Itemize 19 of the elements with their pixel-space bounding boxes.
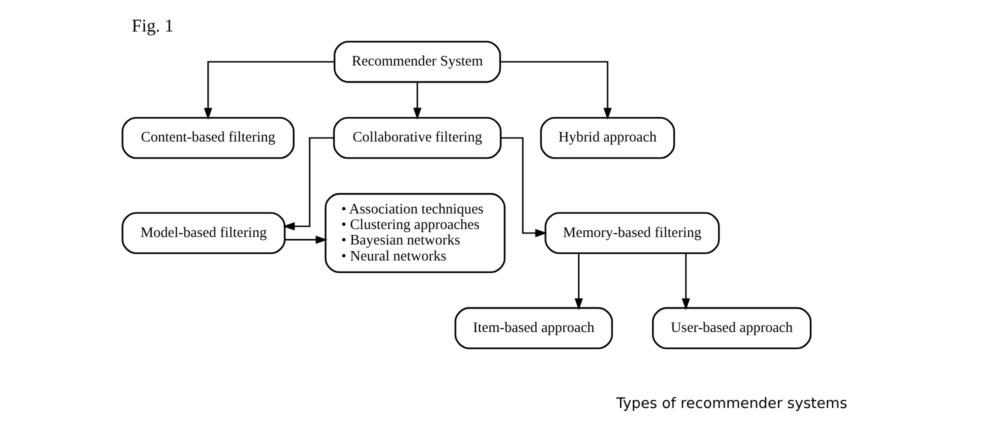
- arrow: [500, 137, 547, 238]
- node-box: Recommender System: [333, 40, 500, 83]
- arrow: [574, 253, 582, 310]
- node-box: Model-based filtering: [121, 212, 286, 254]
- node-box: Memory-based filtering: [544, 212, 720, 254]
- node-box: • Association techniques • Clustering approaches • Bayesian networks • Neural networks: [324, 193, 505, 274]
- arrow: [203, 61, 334, 120]
- node-box: Item-based approach: [454, 307, 612, 350]
- node-box: Hybrid approach: [540, 116, 674, 159]
- arrow: [681, 253, 690, 310]
- arrow: [284, 236, 328, 244]
- arrow: [500, 61, 612, 120]
- node-box: User-based approach: [652, 307, 812, 350]
- arrow: [282, 137, 334, 230]
- node-box: Content-based filtering: [121, 116, 294, 159]
- node-box: Collaborative filtering: [332, 116, 502, 159]
- caption: Types of recommender systems: [616, 396, 847, 412]
- arrow: [412, 82, 421, 120]
- diagram-title: Fig. 1: [131, 15, 174, 36]
